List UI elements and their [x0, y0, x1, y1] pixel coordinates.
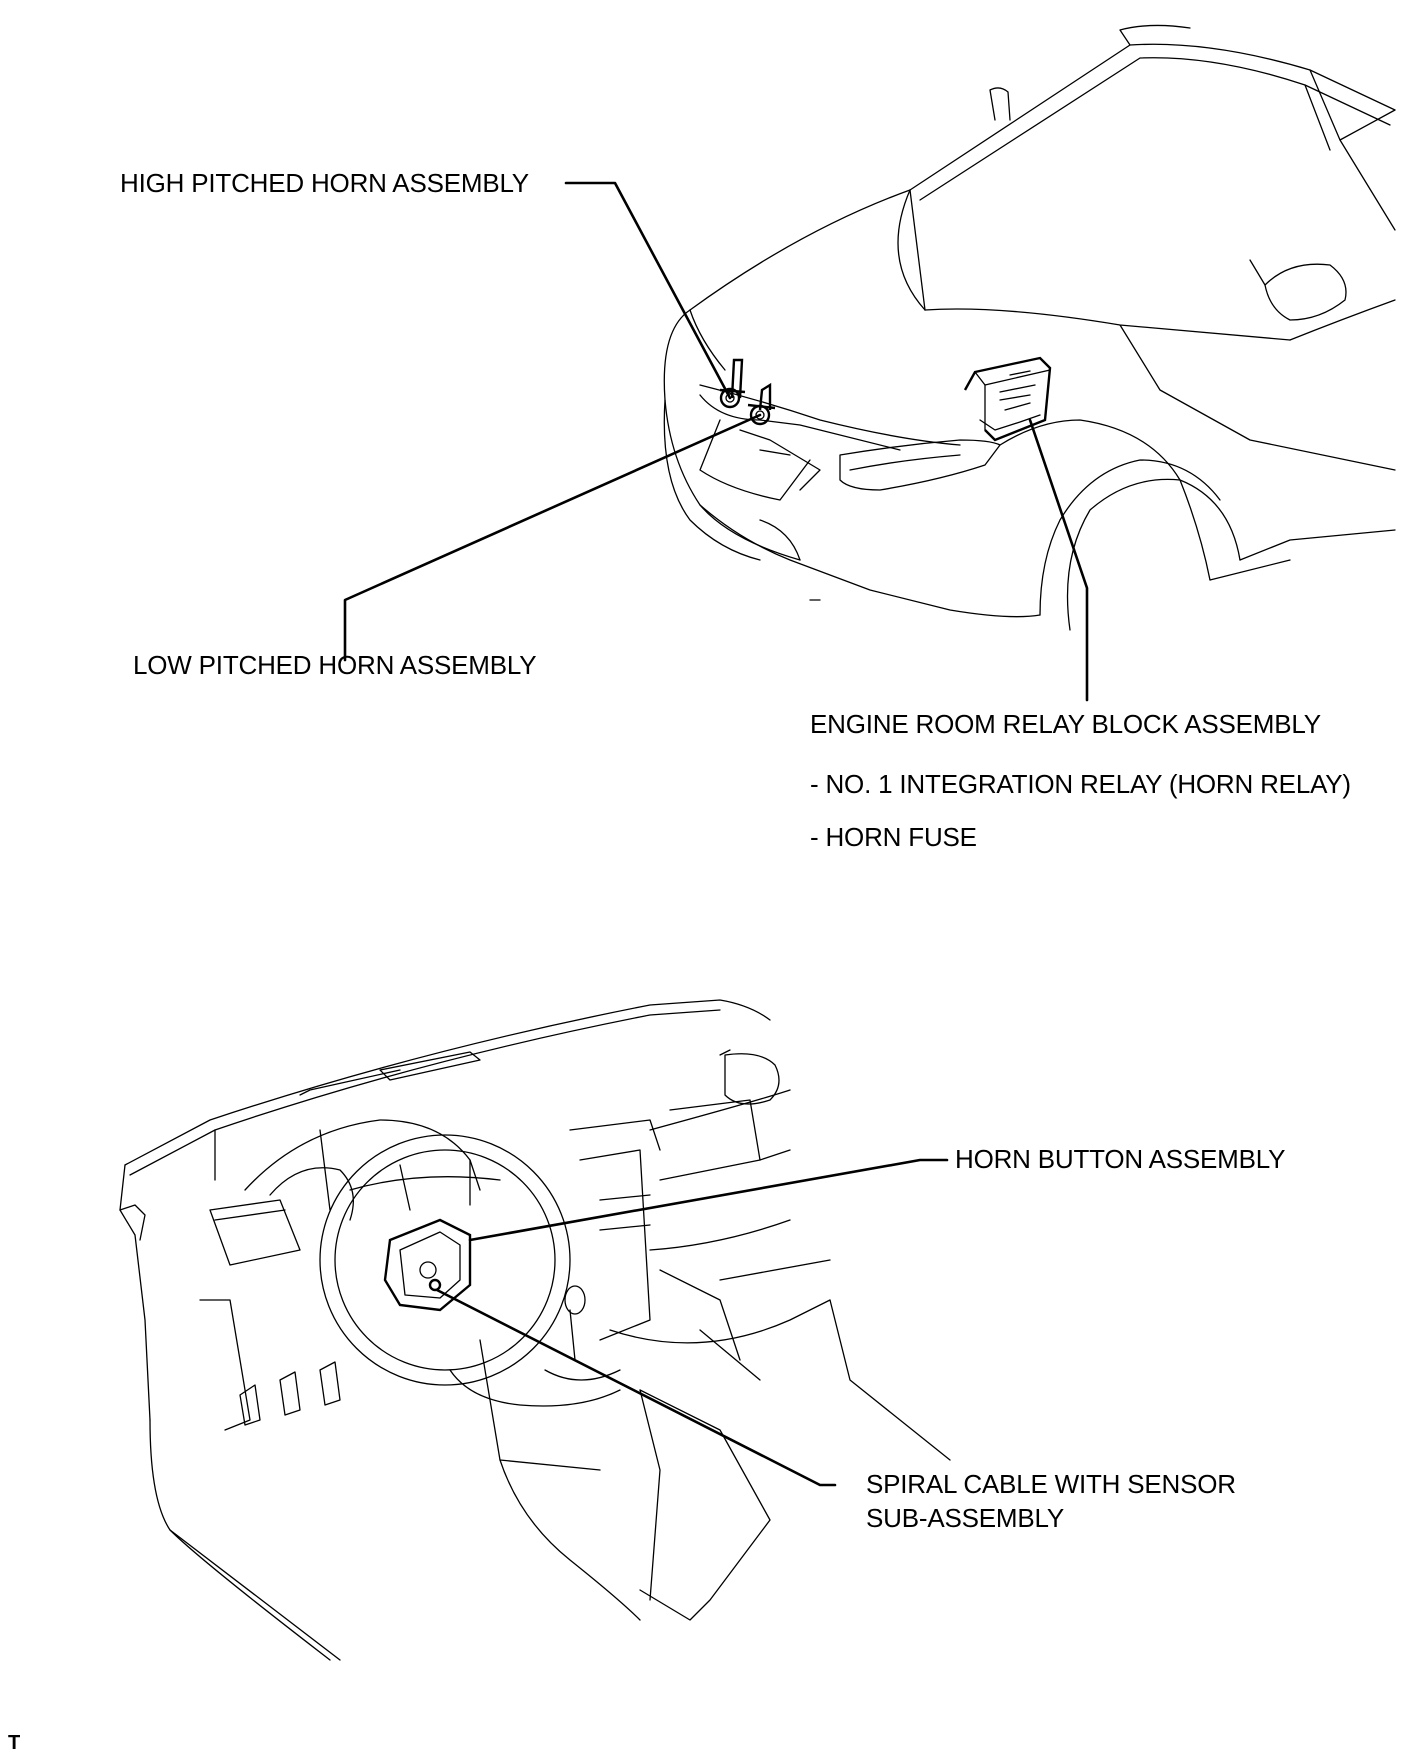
low-pitched-horn-label: LOW PITCHED HORN ASSEMBLY	[133, 650, 537, 680]
spiral-cable-label-line1: SPIRAL CABLE WITH SENSOR	[866, 1469, 1236, 1499]
horn-button-label: HORN BUTTON ASSEMBLY	[955, 1144, 1286, 1174]
relay-item-horn-relay: - NO. 1 INTEGRATION RELAY (HORN RELAY)	[810, 769, 1351, 799]
relay-block-label: ENGINE ROOM RELAY BLOCK ASSEMBLY	[810, 709, 1321, 739]
corner-mark: T	[8, 1732, 21, 1754]
relay-item-horn-fuse: - HORN FUSE	[810, 822, 977, 852]
high-pitched-horn-label: HIGH PITCHED HORN ASSEMBLY	[120, 168, 529, 198]
spiral-cable-label-line2: SUB-ASSEMBLY	[866, 1503, 1064, 1533]
